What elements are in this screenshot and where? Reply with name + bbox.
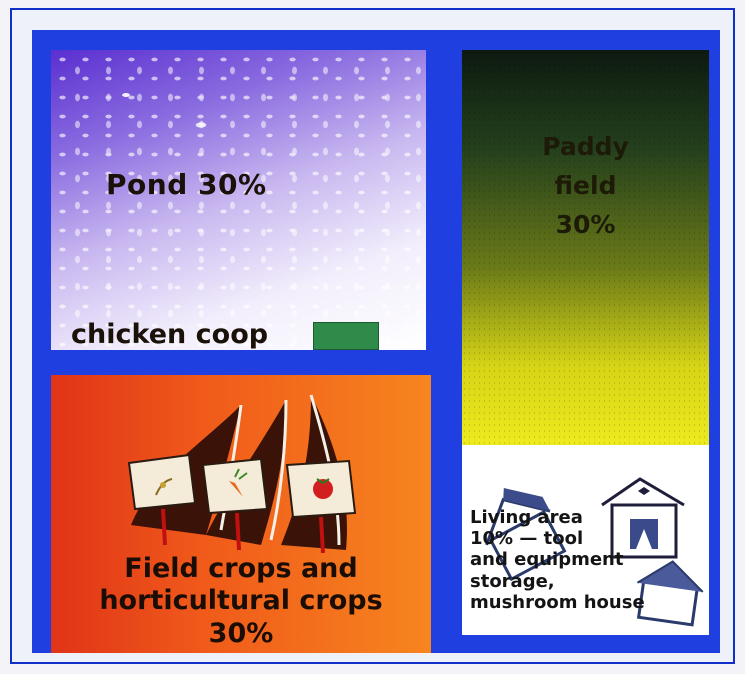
pond-label: Pond 30% — [106, 168, 267, 201]
carrot-icon — [201, 457, 269, 515]
living-area-label: Living area 10% — tool and equipment sto… — [470, 507, 645, 613]
chicken-coop-marker — [313, 322, 379, 350]
chicken-coop-label: chicken coop — [71, 319, 269, 350]
crop-sacks-illustration — [127, 394, 357, 554]
field-crops-label: Field crops and horticultural crops 30% — [99, 553, 383, 649]
land-layout-diagram: Pond 30% chicken coop Paddy field 30% — [32, 30, 720, 653]
crop-sack-icon — [127, 453, 197, 511]
diagram-frame: Pond 30% chicken coop Paddy field 30% — [10, 8, 735, 664]
living-area: Living area 10% — tool and equipment sto… — [462, 445, 709, 635]
paddy-field-label: Paddy field 30% — [542, 132, 629, 239]
tomato-icon — [285, 459, 357, 519]
house-icon — [485, 477, 704, 627]
paddy-field-area: Paddy field 30% — [462, 50, 709, 445]
field-crops-area: Field crops and horticultural crops 30% — [51, 375, 431, 653]
pond-area: Pond 30% chicken coop — [51, 50, 426, 350]
